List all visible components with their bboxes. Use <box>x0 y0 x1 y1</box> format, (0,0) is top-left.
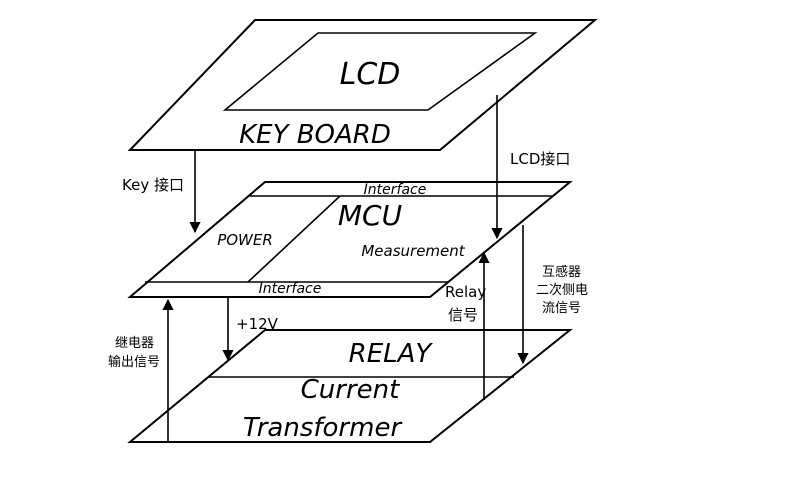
measurement-label: Measurement <box>361 242 465 260</box>
relay-output-label-line1: 继电器 <box>115 336 154 351</box>
bottom-layer-plate: RELAY Current Transformer <box>127 329 573 443</box>
relay-label: RELAY <box>349 339 434 369</box>
plus12v-label: +12V <box>236 315 279 333</box>
middle-layer-plate: Interface MCU POWER Measurement Interfac… <box>127 181 573 298</box>
relay-output-label-line2: 输出信号 <box>108 354 160 370</box>
key-interface-label: Key 接口 <box>122 176 184 194</box>
interface-bottom-label: Interface <box>259 281 322 297</box>
power-label: POWER <box>217 231 273 249</box>
lcd-panel <box>222 32 538 111</box>
relay-signal-label-line1: Relay <box>445 283 486 301</box>
ct-signal-label-line3: 流信号 <box>542 301 581 316</box>
ct-signal-label-line2: 二次侧电 <box>536 282 588 298</box>
interface-top-label: Interface <box>364 182 427 198</box>
relay-signal-label-line2: 信号 <box>448 306 478 324</box>
power-divider <box>247 195 341 283</box>
lcd-label: LCD <box>340 57 401 92</box>
lcd-interface-label: LCD接口 <box>510 150 570 168</box>
top-layer-plate: LCD KEY BOARD <box>127 19 598 151</box>
transformer-label: Transformer <box>243 413 404 443</box>
ct-signal-label-line1: 互感器 <box>542 264 581 280</box>
mcu-label: MCU <box>338 199 402 232</box>
keyboard-label: KEY BOARD <box>239 120 391 150</box>
current-label: Current <box>301 375 400 405</box>
